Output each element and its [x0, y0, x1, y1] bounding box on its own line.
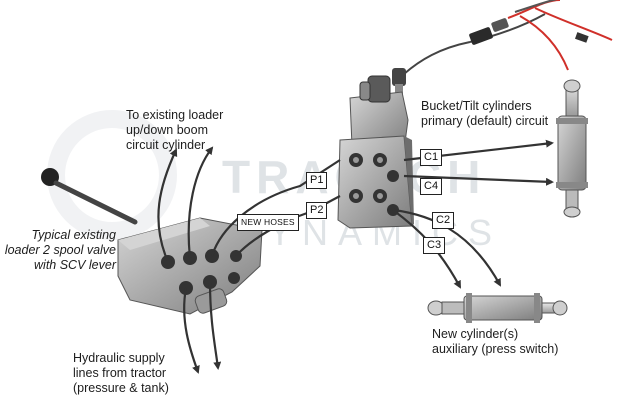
label-existing-boom-line1: To existing loader [126, 108, 224, 122]
new-hoses-label: NEW HOSES [237, 214, 299, 231]
label-supply-lines-line1: Hydraulic supply [73, 351, 165, 365]
loader-spool-valve [41, 168, 263, 315]
label-spool-valve-line1: Typical existing [31, 228, 116, 242]
label-supply-lines-line2: lines from tractor [73, 366, 167, 380]
auxiliary-cylinder [427, 293, 568, 323]
label-supply-lines: Hydraulic supply lines from tractor (pre… [73, 351, 169, 396]
label-existing-boom: To existing loader up/down boom circuit … [126, 108, 223, 153]
port-c1: C1 [420, 149, 443, 166]
label-new-cylinders: New cylinder(s) auxiliary (press switch) [432, 327, 558, 357]
label-bucket-tilt-line1: Bucket/Tilt cylinders [421, 99, 532, 113]
bucket-tilt-cylinder [556, 79, 588, 218]
wire-harness [392, 0, 613, 94]
label-bucket-tilt-line2: primary (default) circuit [421, 114, 549, 128]
label-new-cylinders-line1: New cylinder(s) [432, 327, 519, 341]
label-spool-valve-line3: with SCV lever [34, 258, 116, 272]
label-existing-boom-line3: circuit cylinder [126, 138, 206, 152]
port-p2: P2 [306, 202, 328, 219]
label-new-cylinders-line2: auxiliary (press switch) [432, 342, 559, 356]
port-c4: C4 [420, 178, 443, 195]
selector-valve [337, 75, 414, 229]
label-bucket-tilt: Bucket/Tilt cylinders primary (default) … [421, 99, 548, 129]
label-supply-lines-line3: (pressure & tank) [73, 381, 169, 395]
port-c2: C2 [432, 212, 455, 229]
port-p1: P1 [306, 172, 328, 189]
port-c3: C3 [423, 237, 446, 254]
label-spool-valve: Typical existing loader 2 spool valve wi… [4, 228, 116, 273]
label-spool-valve-line2: loader 2 spool valve [4, 243, 116, 257]
label-existing-boom-line2: up/down boom [126, 123, 209, 137]
